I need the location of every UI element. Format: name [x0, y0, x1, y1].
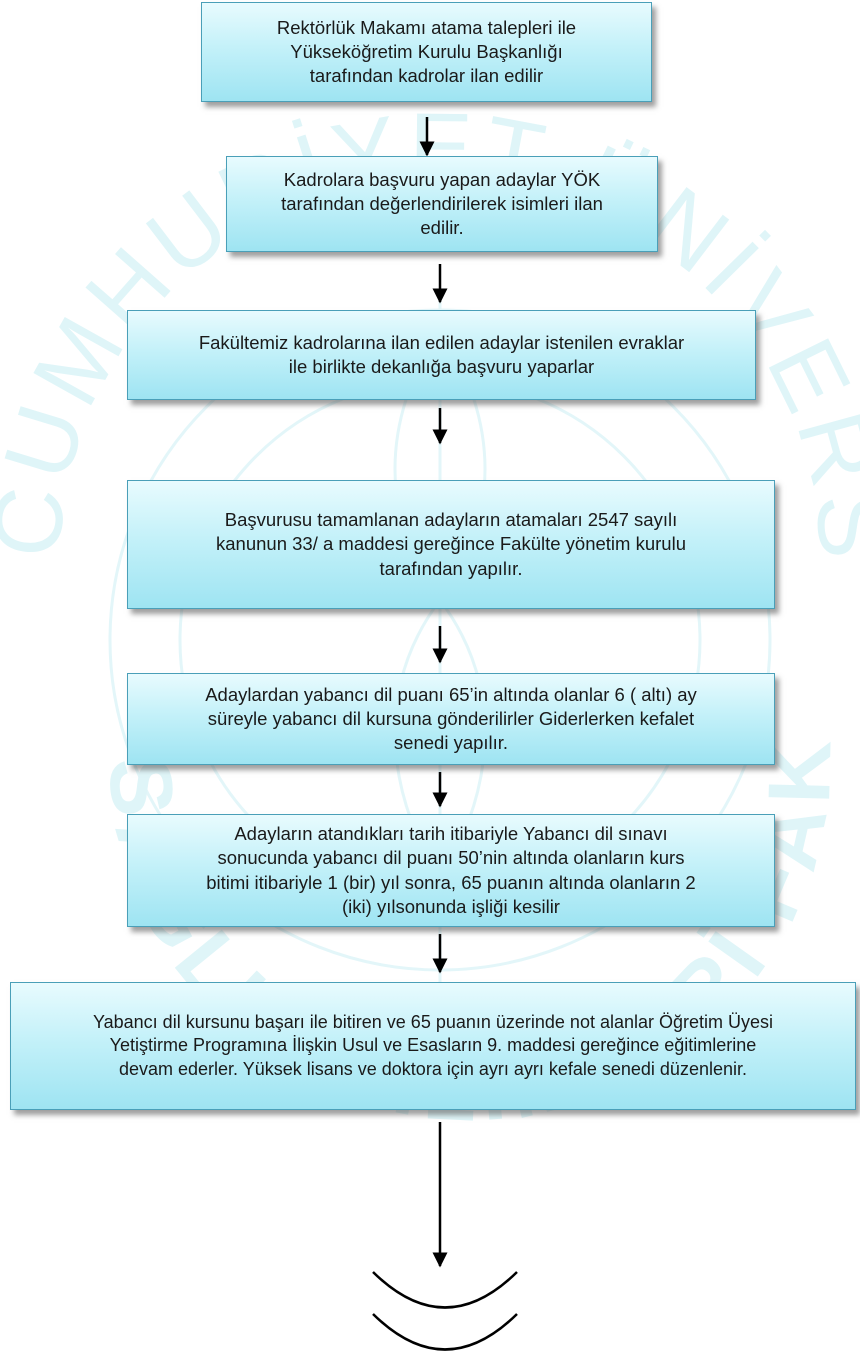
step-4-box: Başvurusu tamamlanan adayların atamaları… [127, 480, 775, 609]
step-6-line-2: sonucunda yabancı dil puanı 50’nin altın… [217, 847, 685, 869]
step-3-line-1: Fakültemiz kadrolarına ilan edilen adayl… [198, 331, 685, 353]
step-1-line-3: tarafından kadrolar ilan edilir [309, 65, 544, 87]
step-5-line-3: senedi yapılır. [393, 732, 509, 754]
step-3-line-2: ile birlikte dekanlığa başvuru yaparlar [288, 356, 595, 377]
end-symbol [370, 1268, 520, 1363]
step-4-line-2: kanunun 33/ a maddesi gereğince Fakülte … [216, 533, 686, 555]
step-6-line-3: bitimi itibariyle 1 (bir) yıl sonra, 65 … [206, 871, 696, 893]
step-1-line-1: Rektörlük Makamı atama talepleri ile [276, 16, 577, 38]
step-4-line-3: tarafından yapılır. [379, 557, 523, 579]
step-7-box: Yabancı dil kursunu başarı ile bitiren v… [10, 982, 856, 1110]
step-1-box: Rektörlük Makamı atama talepleri ile Yük… [201, 2, 652, 102]
step-6-box: Adayların atandıkları tarih itibariyle Y… [127, 814, 775, 927]
step-6-line-1: Adayların atandıkları tarih itibariyle Y… [234, 823, 668, 845]
step-1-line-2: Yükseköğretim Kurulu Başkanlığı [290, 40, 563, 62]
end-arcs-icon [372, 1271, 518, 1351]
step-2-line-3: edilir. [420, 217, 464, 239]
step-5-line-1: Adaylardan yabancı dil puanı 65’in altın… [205, 683, 697, 705]
step-5-box: Adaylardan yabancı dil puanı 65’in altın… [127, 673, 775, 765]
step-5-line-2: süreyle yabancı dil kursuna gönderilirle… [207, 707, 695, 729]
step-7-line-3: devam ederler. Yüksek lisans ve doktora … [118, 1058, 747, 1079]
step-2-line-1: Kadrolara başvuru yapan adaylar YÖK [283, 168, 601, 190]
step-6-line-4: (iki) yılsonunda işliği kesilir [342, 895, 560, 917]
step-3-box: Fakültemiz kadrolarına ilan edilen adayl… [127, 310, 756, 400]
step-7-line-1: Yabancı dil kursunu başarı ile bitiren v… [92, 1011, 774, 1032]
step-7-line-2: Yetiştirme Programına İlişkin Usul ve Es… [109, 1035, 757, 1056]
step-2-box: Kadrolara başvuru yapan adaylar YÖK tara… [226, 156, 658, 252]
step-4-line-1: Başvurusu tamamlanan adayların atamaları… [224, 509, 678, 531]
step-2-line-2: tarafından değerlendirilerek isimleri il… [281, 192, 603, 214]
